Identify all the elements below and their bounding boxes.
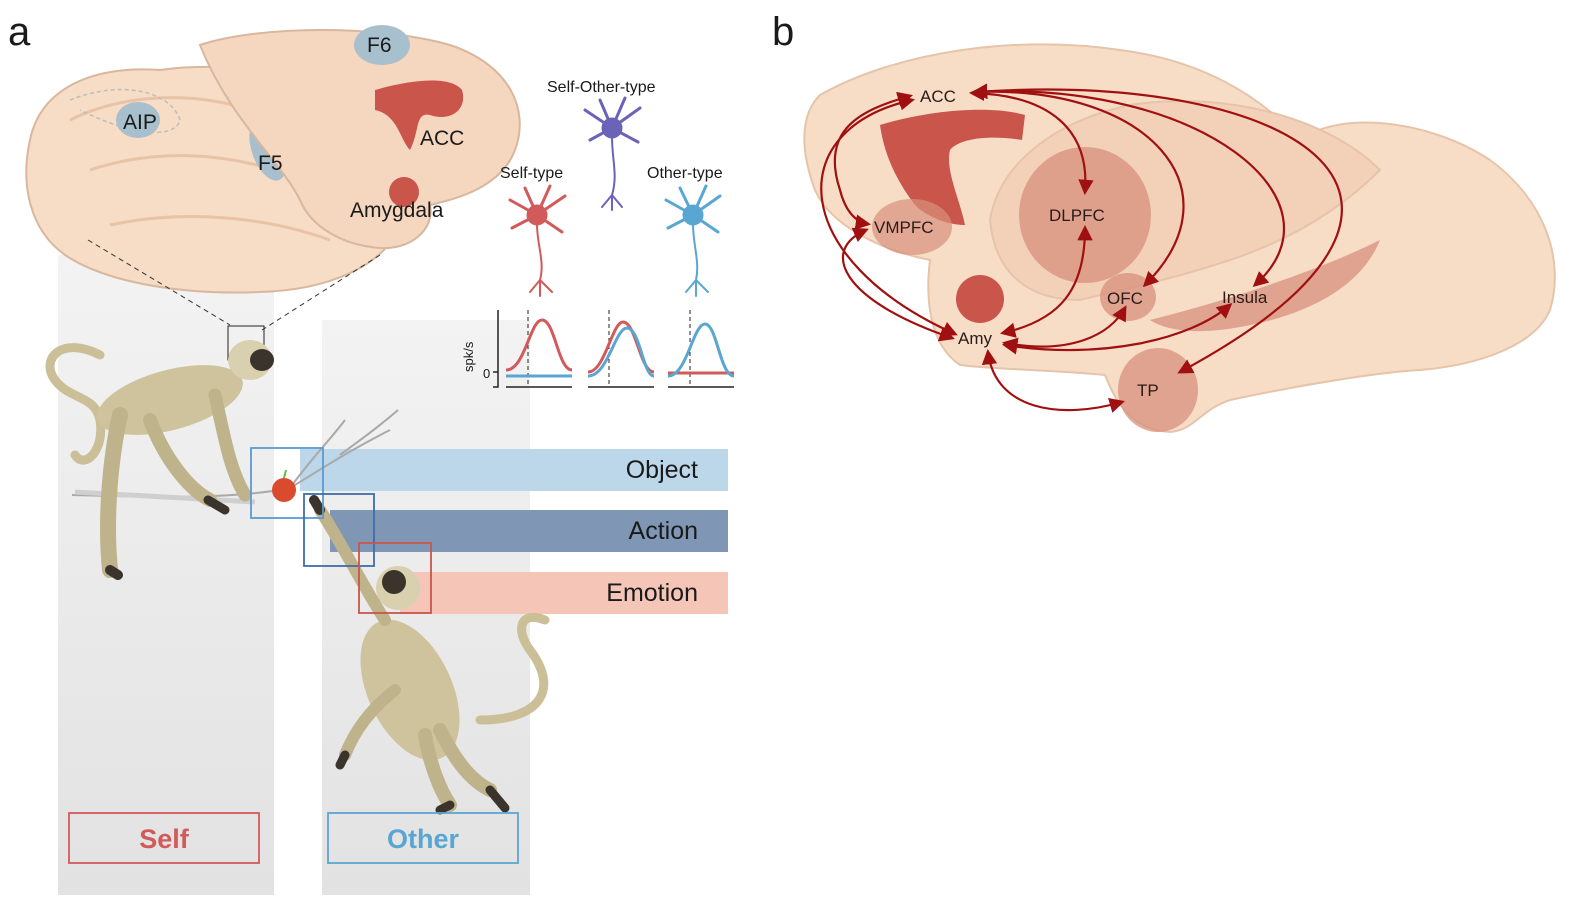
other-role-label: Other: [387, 824, 460, 854]
region-acc: ACC: [920, 87, 956, 106]
object-label: Object: [626, 456, 698, 484]
action-focus-box: [303, 493, 375, 567]
firing-ylabel: spk/s: [461, 341, 476, 372]
object-band: [300, 449, 728, 491]
panel-a-letter: a: [8, 10, 31, 54]
label-f6: F6: [367, 34, 392, 57]
firing-plot-self: [505, 310, 573, 388]
region-amy: Amy: [958, 329, 993, 348]
region-tp: TP: [1137, 381, 1159, 400]
action-band: [330, 510, 728, 552]
label-f5: F5: [258, 152, 283, 175]
label-self-type: Self-type: [500, 165, 563, 182]
label-other-type: Other-type: [647, 165, 723, 182]
neuron-self-other-icon: [583, 96, 642, 211]
neuron-other-icon: [664, 184, 722, 297]
panel-b-letter: b: [772, 10, 794, 54]
emotion-band: [400, 572, 728, 614]
action-label: Action: [629, 517, 698, 545]
self-monkey-icon: [45, 340, 274, 580]
medial-brain: [198, 25, 521, 250]
self-role-box: [68, 812, 260, 864]
firing-plot-self-other: [587, 310, 655, 388]
label-acc-a: ACC: [420, 127, 464, 150]
emotion-label: Emotion: [606, 579, 698, 607]
region-dlpfc: DLPFC: [1049, 206, 1105, 225]
self-role-label: Self: [139, 824, 190, 854]
region-insula: Insula: [1222, 288, 1268, 307]
emotion-focus-box: [358, 542, 432, 614]
label-amygdala: Amygdala: [350, 199, 444, 222]
firing-rate-plots: spk/s 0: [461, 310, 735, 388]
label-self-other-type: Self-Other-type: [547, 79, 656, 96]
zoom-line-left: [87, 239, 231, 326]
other-monkey-icon: [309, 495, 550, 815]
firing-plot-other: [667, 310, 735, 388]
region-vmpfc: VMPFC: [874, 218, 934, 237]
label-aip: AIP: [123, 111, 157, 134]
medial-brain-b: [803, 43, 1556, 434]
apple-icon: [272, 469, 296, 502]
region-ofc: OFC: [1107, 289, 1143, 308]
firing-zero-tick: 0: [483, 366, 490, 381]
object-focus-box: [250, 447, 324, 519]
neuron-self-icon: [508, 184, 567, 297]
other-role-box: [327, 812, 519, 864]
connection-arrows: [820, 83, 1343, 413]
